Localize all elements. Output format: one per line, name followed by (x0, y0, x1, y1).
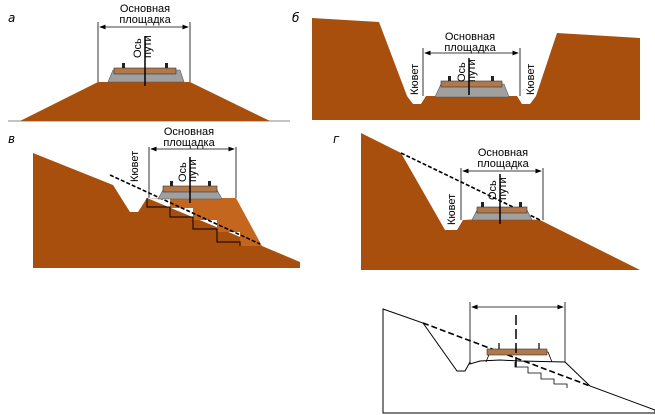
panel-letter-g: г (333, 132, 340, 146)
rail-left (481, 202, 484, 207)
platform-label-line2: площадка (444, 42, 496, 54)
axis-label-line1: Ось (132, 38, 144, 58)
axis-label-line2: пути (466, 59, 478, 82)
benching-steps (514, 362, 568, 388)
rail-right (208, 181, 211, 186)
platform-label-line1: Основная (120, 3, 170, 15)
ground-outline (382, 308, 655, 414)
panel-c-half-embankment: в Основная площадка Ось пути Кювет (8, 126, 300, 268)
sleeper (476, 206, 528, 214)
embankment-body (20, 82, 270, 121)
half-cutting-ground (361, 133, 640, 270)
platform-label-line2: площадка (477, 158, 529, 170)
cutting-ground (312, 18, 640, 120)
panel-letter-a: а (8, 11, 15, 25)
panel-letter-b: б (292, 11, 300, 25)
ditch-label: Кювет (129, 151, 141, 182)
axis-label-line1: Ось (177, 162, 189, 182)
ditch-label-right: Кювет (525, 64, 537, 95)
natural-ground-line-dashed (422, 322, 591, 387)
platform-label-line2: площадка (163, 137, 215, 149)
panel-b-cutting: б Основная площадка Ось пути Кювет Кювет (292, 11, 640, 120)
axis-label-line2: пути (187, 159, 199, 182)
sleeper (440, 80, 503, 88)
rail-left (170, 181, 173, 186)
natural-ground-line-dashed (109, 174, 261, 245)
platform-label-line1: Основная (445, 31, 495, 43)
embankment-fill (147, 198, 262, 246)
platform-label-line2: площадка (119, 14, 171, 26)
axis-label-line2: пути (142, 35, 154, 58)
axis-label-line1: Ось (456, 62, 468, 82)
platform-label-line1: Основная (164, 126, 214, 138)
rail-left (122, 63, 125, 68)
natural-slope-ground (33, 153, 300, 268)
platform-label-line1: Основная (478, 147, 528, 159)
rail-right (491, 76, 494, 81)
ditch-label: Кювет (446, 194, 458, 225)
axis-label-line1: Ось (487, 180, 499, 200)
rail-left (448, 76, 451, 81)
ditch-label-left: Кювет (409, 64, 421, 95)
panel-a-embankment: а Основная площадка Ось пути (8, 3, 290, 122)
rail-right (165, 63, 168, 68)
axis-label-line2: пути (497, 177, 509, 200)
benching-steps (146, 198, 241, 246)
panel-e-outline (382, 302, 655, 414)
panel-letter-v: в (8, 132, 15, 146)
sleeper (486, 348, 548, 356)
rail-right (519, 202, 522, 207)
panel-d-half-cutting: г Основная площадка Ось пути Кювет (333, 132, 640, 270)
